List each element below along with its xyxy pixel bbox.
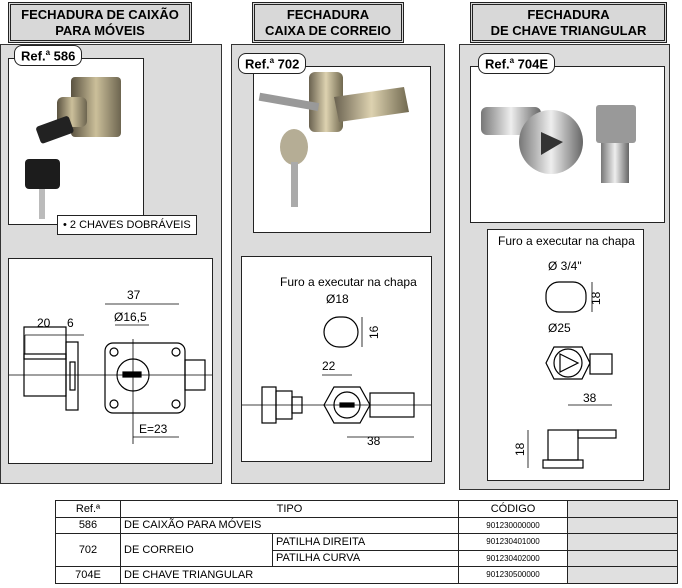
ref-badge-586: Ref.a 586 (14, 45, 83, 67)
cell-ref: 702 (55, 533, 121, 567)
dim-label: 38 (367, 434, 381, 448)
diagram-caption: Furo a executar na chapa (498, 234, 635, 248)
dim-label: Ø18 (326, 292, 349, 306)
table-row: 704E DE CHAVE TRIANGULAR 901230500000 (55, 566, 678, 584)
drawing-586: 20 6 37 Ø16,5 E=23 (9, 288, 212, 444)
cell-subtipo: PATILHA DIREITA (272, 533, 459, 551)
ref-code: 586 (53, 48, 76, 64)
header-codigo: CÓDIGO (458, 500, 568, 518)
technical-drawing-586: 20 6 37 Ø16,5 E=23 (8, 258, 213, 464)
cell-blank (567, 516, 678, 534)
dim-label: 18 (589, 291, 603, 305)
cell-tipo: DE CORREIO (120, 533, 273, 567)
cell-ref: 704E (55, 566, 121, 584)
cell-subtipo: PATILHA CURVA (272, 549, 459, 567)
technical-drawing-704e: Furo a executar na chapa Ø 3/4" 18 Ø25 3… (487, 229, 644, 481)
ref-code: 702 (277, 56, 300, 72)
product-title-704e: FECHADURA DE CHAVE TRIANGULAR (470, 2, 667, 43)
header-ref: Ref.ª (55, 500, 121, 518)
dim-label: 22 (322, 359, 336, 373)
header-blank (567, 500, 678, 518)
dim-label: 16 (367, 325, 381, 339)
cell-codigo: 901230402000 (458, 549, 568, 567)
table-header-row: Ref.ª TIPO CÓDIGO (55, 500, 678, 518)
title-line: PARA MÓVEIS (55, 23, 145, 38)
ref-sup: a (269, 56, 275, 65)
product-code-table: Ref.ª TIPO CÓDIGO 586 DE CAIXÃO PARA MÓV… (55, 500, 678, 584)
product-photo-586 (8, 58, 144, 225)
ref-code: 704E (517, 56, 549, 72)
ref-label: Ref. (485, 56, 510, 72)
cell-blank (567, 549, 678, 567)
ref-badge-704e: Ref.a 704E (478, 53, 556, 75)
product-photo-702 (253, 66, 431, 233)
cell-ref: 586 (55, 516, 121, 534)
dim-label: 37 (127, 288, 141, 302)
lock-photo-image (25, 77, 121, 219)
dim-label: 38 (583, 391, 597, 405)
dim-label: Ø25 (548, 321, 571, 335)
title-line: FECHADURA (286, 7, 370, 22)
table-row: 702 DE CORREIO PATILHA DIREITA 901230401… (55, 533, 678, 567)
header-tipo: TIPO (120, 500, 459, 518)
cell-blank (567, 566, 678, 584)
mailbox-lock-photo-image (258, 72, 409, 207)
cell-codigo: 901230000000 (458, 516, 568, 534)
dim-label: Ø16,5 (114, 310, 147, 324)
dim-label: 18 (513, 442, 527, 456)
table-row: 586 DE CAIXÃO PARA MÓVEIS 901230000000 (55, 516, 678, 534)
product-title-586: FECHADURA DE CAIXÃO PARA MÓVEIS (8, 2, 192, 43)
ref-sup: a (45, 48, 51, 57)
product-title-702: FECHADURA CAIXA DE CORREIO (252, 2, 404, 43)
title-line: FECHADURA (527, 7, 610, 22)
dim-label: 20 (37, 316, 51, 330)
title-line: CAIXA DE CORREIO (265, 23, 391, 38)
dim-label: Ø 3/4" (548, 259, 582, 273)
dim-label: 6 (67, 316, 74, 330)
cell-blank (567, 533, 678, 551)
ref-label: Ref. (245, 56, 270, 72)
title-line: FECHADURA DE CAIXÃO (21, 7, 179, 22)
cell-codigo: 901230500000 (458, 566, 568, 584)
diagram-caption: Furo a executar na chapa (280, 275, 417, 289)
triangular-lock-photo-image (481, 105, 636, 183)
ref-badge-702: Ref.a 702 (238, 53, 307, 75)
drawing-702: Furo a executar na chapa Ø18 16 22 38 (242, 275, 431, 448)
ref-sup: a (509, 56, 515, 65)
cell-codigo: 901230401000 (458, 533, 568, 551)
dim-label: E=23 (139, 422, 168, 436)
ref-label: Ref. (21, 48, 46, 64)
cell-tipo: DE CHAVE TRIANGULAR (120, 566, 459, 584)
drawing-704e: Furo a executar na chapa Ø 3/4" 18 Ø25 3… (498, 234, 635, 469)
title-line: DE CHAVE TRIANGULAR (490, 23, 647, 38)
technical-drawing-702: Furo a executar na chapa Ø18 16 22 38 (241, 256, 432, 462)
product-photo-704e (470, 66, 665, 223)
keys-note: • 2 CHAVES DOBRÁVEIS (57, 215, 197, 235)
table-row: PATILHA CURVA 901230402000 (56, 549, 678, 567)
cell-tipo: DE CAIXÃO PARA MÓVEIS (120, 516, 459, 534)
